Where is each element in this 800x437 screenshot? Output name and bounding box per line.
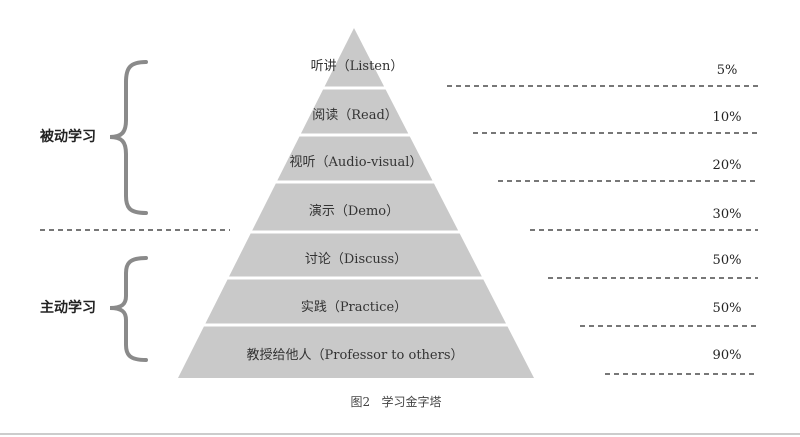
percent-professor: 90%	[713, 348, 742, 363]
percent-demo: 30%	[713, 207, 742, 222]
percent-discuss: 50%	[713, 253, 742, 268]
percent-leader-lines	[447, 85, 758, 375]
pyramid-shape	[178, 28, 534, 378]
level-label-practice: 实践（Practice）	[301, 300, 407, 315]
level-label-audio-visual: 视听（Audio-visual）	[290, 155, 423, 170]
level-label-listen: 听讲（Listen）	[311, 59, 404, 74]
passive-bracket	[109, 60, 148, 215]
percent-practice: 50%	[713, 301, 742, 316]
level-label-demo: 演示（Demo）	[309, 203, 399, 219]
level-label-discuss: 讨论（Discuss）	[305, 252, 407, 267]
level-label-professor: 教授给他人（Professor to others）	[247, 347, 464, 363]
percent-read: 10%	[713, 110, 742, 125]
active-bracket	[109, 256, 148, 362]
percent-audio-visual: 20%	[713, 158, 742, 173]
group-label-active: 主动学习	[40, 299, 96, 316]
level-label-read: 阅读（Read）	[312, 108, 398, 123]
band-separators	[194, 86, 514, 327]
figure-caption: 图2 学习金字塔	[350, 394, 441, 409]
group-label-passive: 被动学习	[40, 128, 96, 145]
percent-listen: 5%	[717, 63, 738, 78]
